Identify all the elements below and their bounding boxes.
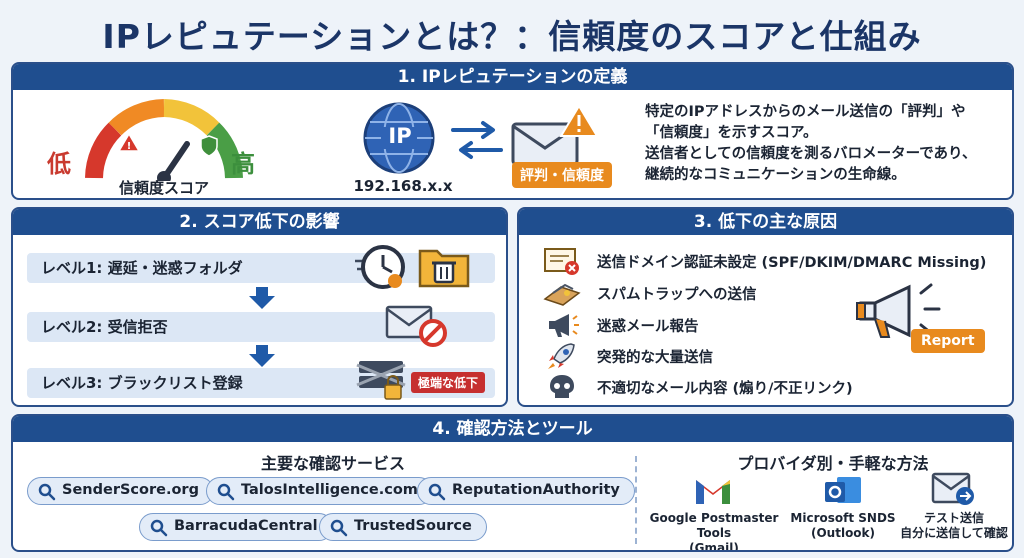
rocket-icon [548,343,575,369]
provider-name: Microsoft SNDS [790,511,896,525]
megaphone-small-icon [549,314,579,337]
certificate-icon [544,248,579,275]
spam-trap-icon [543,283,581,306]
provider-name: Google Postmaster Tools [649,511,779,540]
gauge-low-label: 低 [47,150,71,178]
clock-icon [355,245,405,289]
gauge-high-label: 高 [231,150,255,178]
provider-sub: (Gmail) [689,541,739,552]
ip-text: IP [388,124,412,148]
search-icon [150,519,168,537]
globe-ip-icon [363,102,435,174]
cause-item: 送信ドメイン認証未設定 (SPF/DKIM/DMARC Missing) [597,255,987,271]
service-label: TalosIntelligence.com [241,482,418,498]
provider-sub: 自分に送信して確認 [900,526,1008,540]
down-arrow-icon [249,287,275,309]
cause-item: 不適切なメール内容 (煽り/不正リンク) [597,381,853,397]
ip-address: 192.168.x.x [353,177,453,195]
service-trustedsource[interactable]: TrustedSource [319,513,487,541]
chained-server-icon [356,361,406,400]
reputation-badge: 評判・信頼度 [512,162,612,188]
provider-name: テスト送信 [923,511,984,525]
page-title: IPレピュテーションとは？：信頼度のスコアと仕組み [102,17,922,56]
outlook-icon [825,477,861,503]
cause-item: 突発的な大量送信 [597,350,713,366]
definition-line: 特定のIPアドレスからのメール送信の「評判」や [645,104,966,120]
trash-folder-icon [418,249,470,288]
down-arrow-icon [249,345,275,367]
search-icon [330,519,348,537]
provider-test-send[interactable]: テスト送信 自分に送信して確認 [897,511,1011,541]
tools-heading: 4. 確認方法とツール [13,416,1012,442]
report-badge: Report [911,329,985,353]
provider-gmail[interactable]: Google Postmaster Tools (Gmail) [639,511,789,552]
service-reputationauthority[interactable]: ReputationAuthority [417,477,635,505]
extreme-drop-badge: 極端な低下 [411,372,486,393]
tools-panel: 4. 確認方法とツール 主要な確認サービス SenderScore.org Ta… [11,414,1014,552]
test-send-icon [931,472,974,505]
definition-line: 継続的なコミュニケーションの生命線。 [645,167,906,183]
trust-gauge-icon: ! [85,99,243,181]
services-heading: 主要な確認サービス [260,454,405,473]
definition-panel: 1. IPレピュテーションの定義 ! 低 高 信頼度スコア IP 192.168… [11,62,1014,200]
svg-text:!: ! [127,141,132,152]
section-divider [635,456,637,544]
service-label: SenderScore.org [62,482,199,498]
search-icon [38,483,56,501]
definition-line: 「信頼度」を示すスコア。 [645,125,818,141]
search-icon [217,483,235,501]
report-megaphone-icon [856,283,941,338]
provider-sub: (Outlook) [810,526,876,540]
definition-heading: 1. IPレピュテーションの定義 [13,64,1012,90]
service-label: ReputationAuthority [452,482,620,498]
service-label: TrustedSource [354,518,472,534]
skull-icon [550,375,574,398]
provider-outlook[interactable]: Microsoft SNDS (Outlook) [781,511,905,541]
providers-heading: プロバイダ別・手軽な方法 [737,454,929,473]
exchange-arrows-icon [451,121,503,159]
service-label: BarracudaCentral [174,518,318,534]
gauge-caption: 信頼度スコア [118,179,209,197]
definition-text: 特定のIPアドレスからのメール送信の「評判」や 「信頼度」を示すスコア。 送信者… [645,102,1005,186]
cause-item: スパムトラップへの送信 [597,287,757,303]
service-barracudacentral[interactable]: BarracudaCentral [139,513,333,541]
impact-panel: 2. スコア低下の影響 レベル1: 遅延・迷惑フォルダ レベル2: 受信拒否 レ… [11,207,508,407]
level-1-row: レベル1: 遅延・迷惑フォルダ [27,253,495,283]
causes-panel: 3. 低下の主な原因 送信ドメイン認証未設定 (SPF/DKIM/DMARC M… [517,207,1014,407]
cause-item: 迷惑メール報告 [597,319,699,335]
service-talosintelligence[interactable]: TalosIntelligence.com [206,477,433,505]
definition-line: 送信者としての信頼度を測るバロメーターであり、 [645,146,977,162]
search-icon [428,483,446,501]
gmail-icon [696,480,730,504]
envelope-warning-icon [511,104,599,166]
causes-heading: 3. 低下の主な原因 [519,209,1012,235]
service-senderscore[interactable]: SenderScore.org [27,477,214,505]
impact-heading: 2. スコア低下の影響 [13,209,506,235]
rejected-mail-icon [385,305,447,347]
